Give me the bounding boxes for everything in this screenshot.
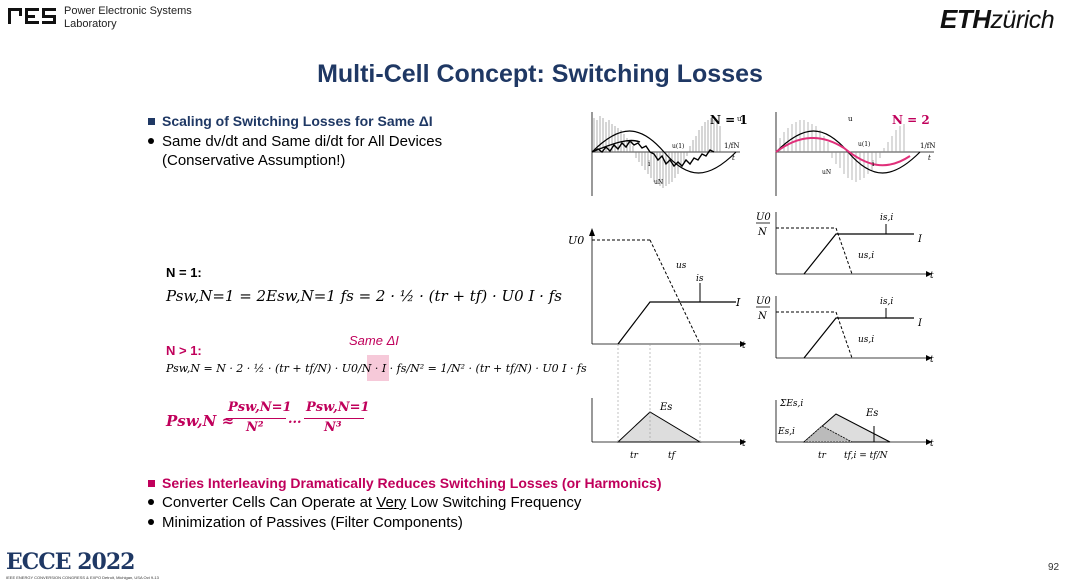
pwm-pulses	[593, 116, 721, 188]
scaling-den1: N²	[246, 420, 264, 435]
section1-bullet: Same dv/dt and Same di/dt for All Device…	[148, 133, 442, 150]
square-bullet-icon	[148, 480, 155, 487]
label-tf: tf	[668, 451, 677, 461]
energy-n1: Es tr tf t	[591, 344, 746, 461]
label-u0n-den-b: N	[757, 311, 768, 322]
label-i: i	[648, 160, 651, 168]
dot-bullet-icon	[148, 499, 154, 505]
same-di-note: Same ΔI	[349, 333, 399, 348]
eth-logo-rest: zürich	[990, 6, 1055, 34]
waveform-n1: u u(1) i uN 1/fN t N = 1	[591, 112, 748, 196]
label-un-n2: uN	[822, 169, 831, 176]
label-n2: N = 2	[892, 113, 930, 127]
label-I-n2b: I	[917, 318, 923, 329]
transient-n2: U0 N is,i us,i I t U0 N is,i us,i I t	[756, 212, 934, 365]
scaling-lhs: Psw,N ≈	[166, 412, 235, 430]
waveform-figures: u u(1) i uN 1/fN t N = 1 u u(1) i uN 1/f…	[568, 112, 936, 461]
fraction-bar-2	[304, 418, 364, 419]
label-u0n-num: U0	[756, 212, 771, 223]
section2-bullet2: Minimization of Passives (Filter Compone…	[148, 514, 662, 531]
label-period: 1/fN	[724, 142, 740, 150]
n1-label: N = 1:	[166, 265, 202, 280]
square-bullet-icon	[148, 118, 155, 125]
label-u0n-den: N	[757, 227, 768, 238]
label-u0n-num-b: U0	[756, 296, 771, 307]
scaling-num2: Psw,N=1	[306, 400, 370, 415]
label-usi: us,i	[858, 251, 874, 261]
label-n1: N = 1	[710, 113, 748, 127]
page-number: 92	[1048, 562, 1060, 573]
label-isi-b: is,i	[880, 297, 893, 307]
ecce-logo-text: ECCE 2022	[6, 549, 135, 575]
ecce-logo-sub: IEEE ENERGY CONVERSION CONGRESS & EXPO D…	[6, 575, 159, 580]
section1: Scaling of Switching Losses for Same ΔI …	[148, 113, 442, 169]
label-us: us	[676, 261, 687, 271]
lab-name-line1: Power Electronic Systems	[64, 5, 192, 17]
label-un: uN	[654, 179, 663, 186]
label-I: I	[735, 296, 741, 309]
ngt1-label: N > 1:	[166, 343, 202, 358]
label-tfi: tf,i = tf/N	[844, 451, 889, 461]
label-esi: Es,i	[777, 427, 795, 437]
label-usi-b: us,i	[858, 335, 874, 345]
pes-logo	[8, 8, 56, 24]
lab-name: Power Electronic Systems Laboratory	[64, 5, 192, 31]
ecce-logo: ECCE 2022 IEEE ENERGY CONVERSION CONGRES…	[6, 549, 181, 585]
energy-n2: ΣEs,i Es,i Es tr tf,i = tf/N t	[775, 399, 934, 461]
label-is: is	[696, 274, 704, 284]
ngt1-formula: Psw,N = N · 2 · ½ · (tr + tf/N) · U0/N ·…	[166, 362, 587, 375]
label-isi: is,i	[880, 213, 893, 223]
section1-bullet-cont: (Conservative Assumption!)	[162, 152, 346, 169]
label-u-n2: u	[848, 115, 853, 123]
label-t-transient: t	[742, 341, 746, 351]
label-u1-n2: u(1)	[858, 141, 870, 148]
lab-name-line2: Laboratory	[64, 18, 117, 30]
label-u: u	[737, 115, 742, 123]
label-t-n2: t	[928, 154, 931, 162]
label-t-n1: t	[732, 154, 735, 162]
scaling-dots: ...	[288, 412, 302, 427]
label-t-n2b: t	[930, 355, 934, 365]
label-es: Es	[659, 402, 672, 413]
section2-bullet1: Converter Cells Can Operate at Very Low …	[148, 494, 662, 511]
label-t-n2a: t	[930, 271, 934, 281]
dot-bullet-icon	[148, 519, 154, 525]
scaling-den2: N³	[324, 420, 342, 435]
page-title: Multi-Cell Concept: Switching Losses	[317, 60, 763, 88]
label-u1: u(1)	[672, 143, 684, 150]
label-u0: U0	[568, 234, 584, 247]
transient-n1: U0 us is I t	[568, 228, 746, 351]
section2: Series Interleaving Dramatically Reduces…	[148, 475, 662, 531]
waveform-n2: u u(1) i uN 1/fN t N = 2	[775, 112, 936, 196]
eth-logo-bold: ETH	[940, 4, 991, 34]
label-i-n2: i	[872, 160, 875, 168]
label-t-energy-n2: t	[930, 439, 934, 449]
section2-heading: Series Interleaving Dramatically Reduces…	[148, 475, 662, 491]
eth-logo: ETHzürich	[940, 4, 1055, 35]
label-I-n2a: I	[917, 234, 923, 245]
label-period-n2: 1/fN	[920, 142, 936, 150]
section1-heading: Scaling of Switching Losses for Same ΔI	[148, 113, 442, 129]
label-es-n2: Es	[865, 408, 878, 419]
dot-bullet-icon	[148, 138, 154, 144]
scaling-num1: Psw,N=1	[228, 400, 292, 415]
n1-formula: Psw,N=1 = 2Esw,N=1 fs = 2 · ½ · (tr + tf…	[166, 287, 562, 305]
fraction-bar-1	[226, 418, 286, 419]
label-tr: tr	[630, 451, 639, 461]
label-sum-esi: ΣEs,i	[779, 399, 803, 409]
label-t-energy: t	[742, 439, 746, 449]
label-tr-n2: tr	[818, 451, 827, 461]
